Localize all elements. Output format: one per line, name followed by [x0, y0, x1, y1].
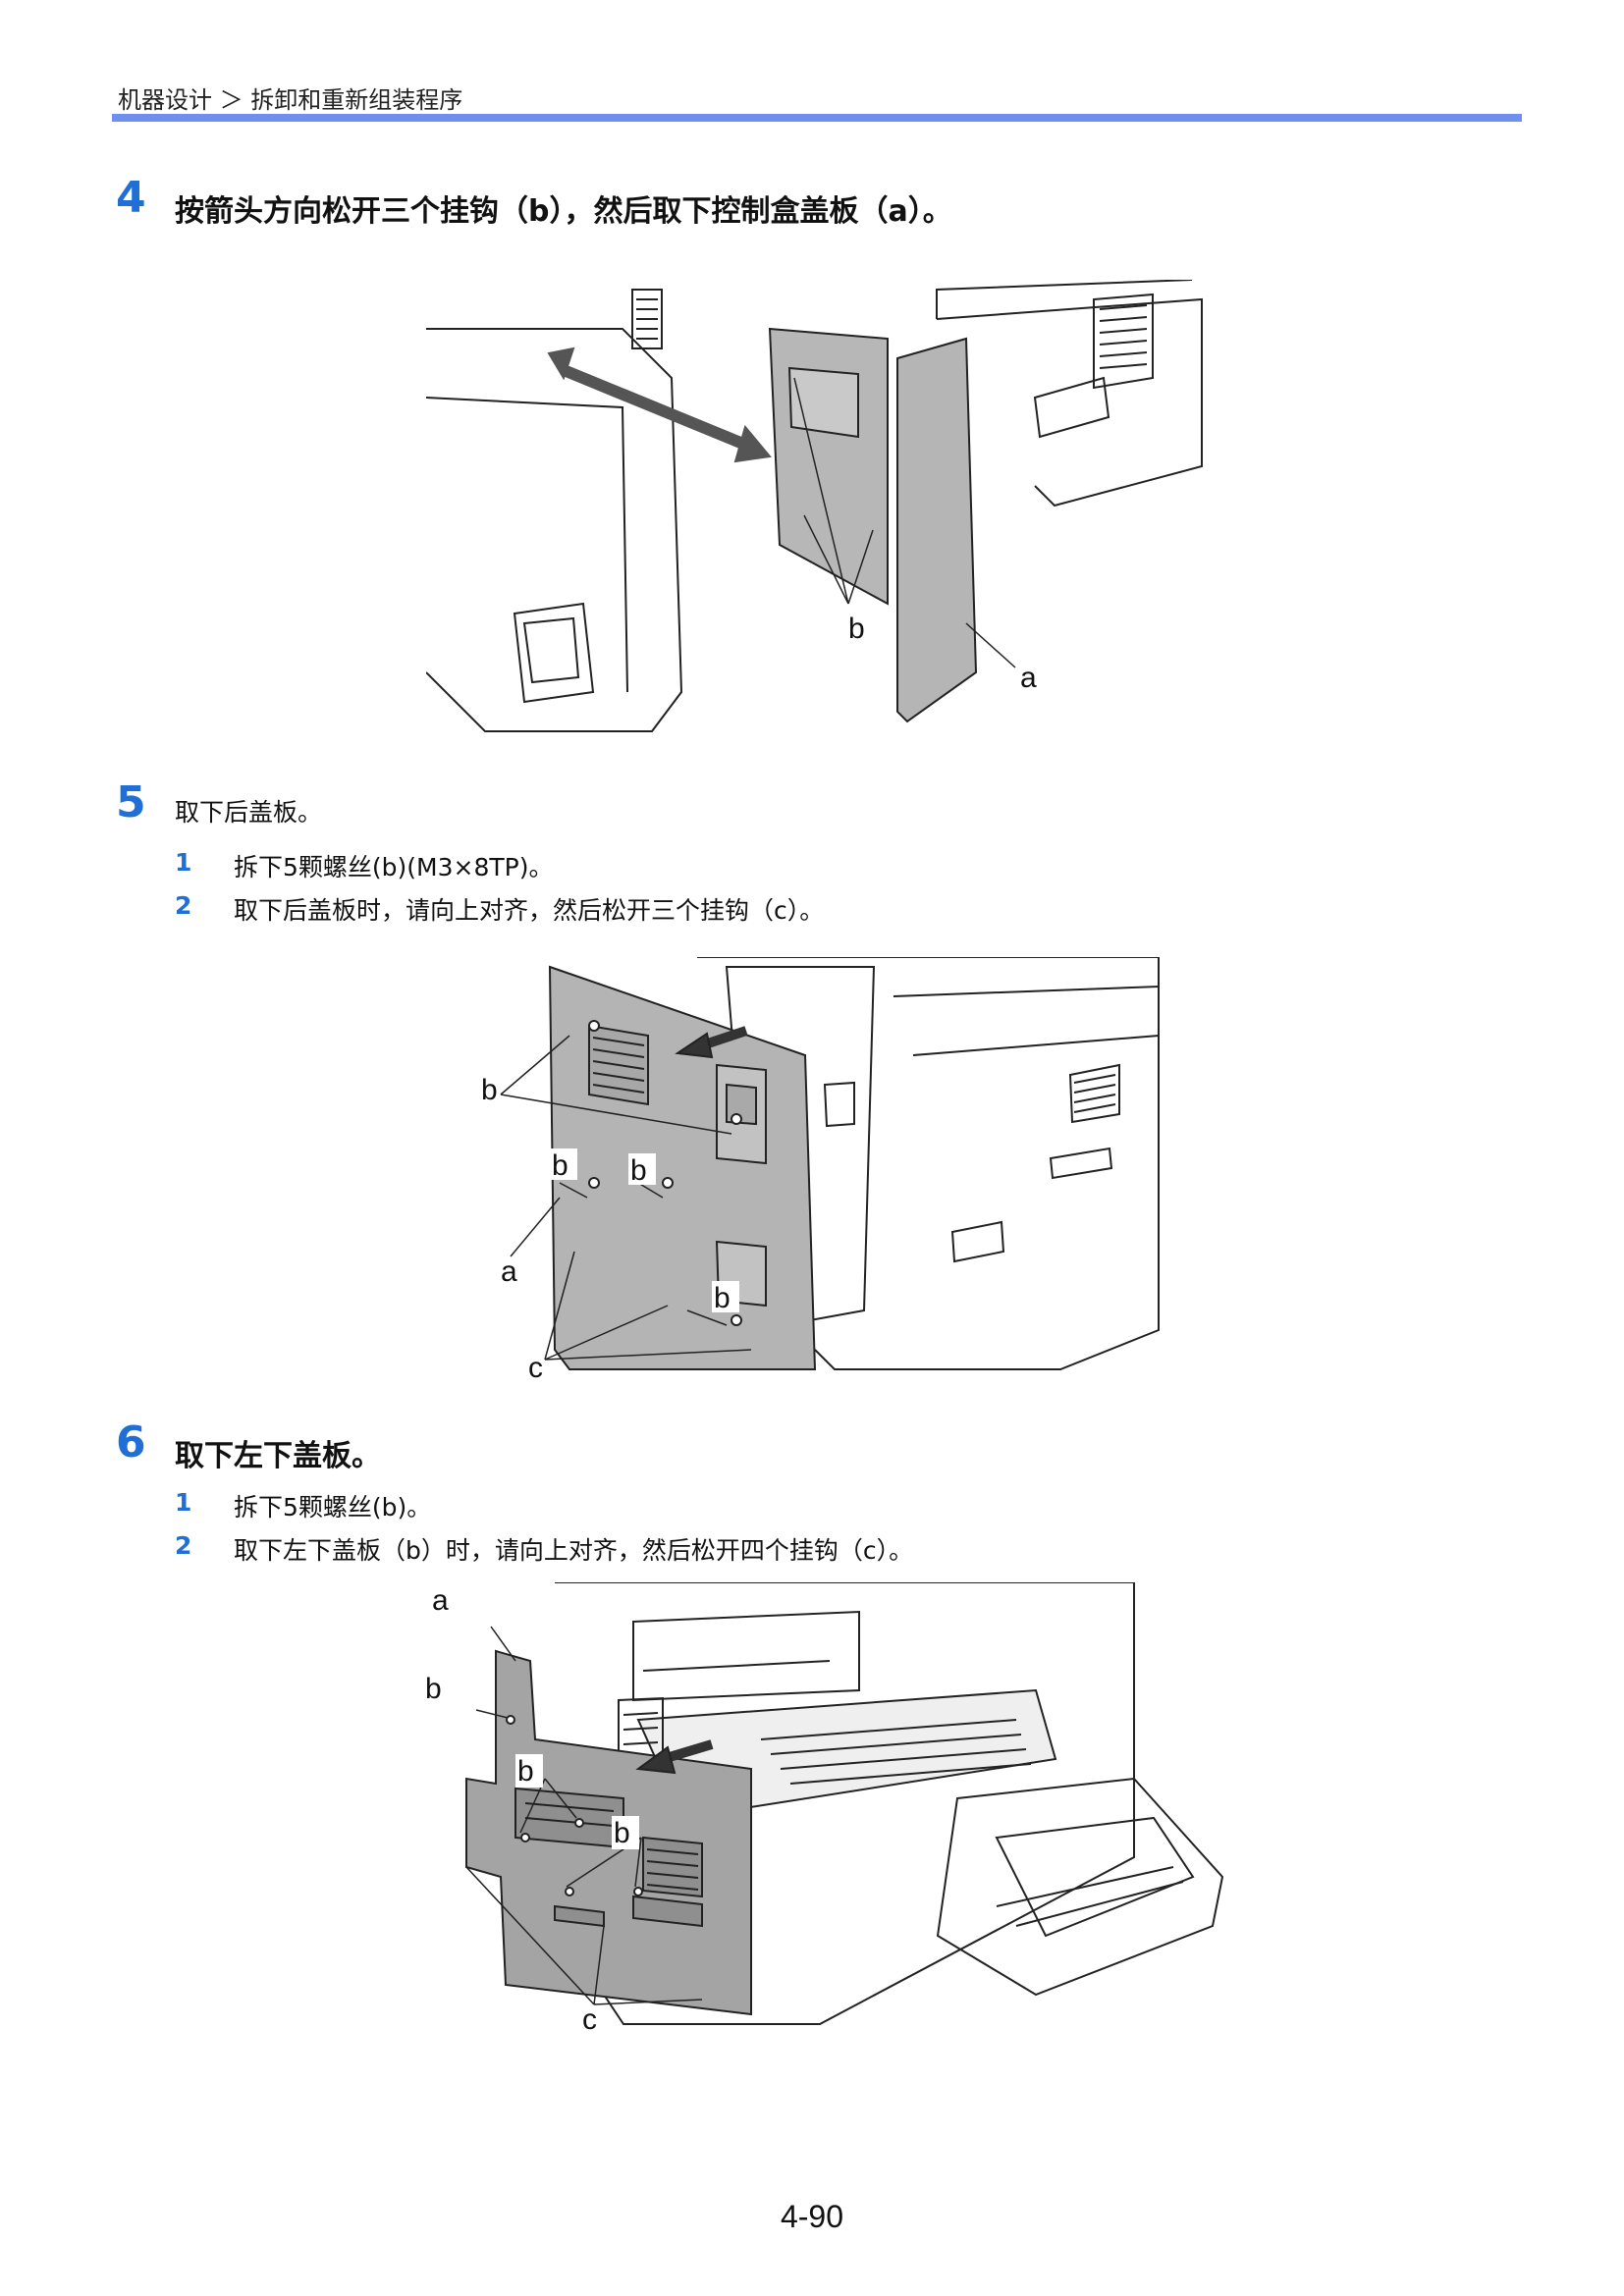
step-5-callout-b-4: b [714, 1282, 731, 1314]
step-5-substep-1-text: 拆下5颗螺丝(b)(M3×8TP)。 [234, 853, 554, 881]
breadcrumb: 机器设计 ＞ 拆卸和重新组装程序 [118, 86, 463, 114]
step-5-illustration: b b b a b c [471, 957, 1168, 1379]
step-4-title: 按箭头方向松开三个挂钩（b），然后取下控制盒盖板（a）。 [175, 194, 952, 229]
step-5-callout-a: a [501, 1255, 517, 1288]
header-rule [112, 114, 1522, 122]
step-6-callout-b-3: b [614, 1817, 630, 1849]
step-6-callout-a: a [432, 1584, 449, 1617]
step-5-callout-c: c [528, 1352, 543, 1379]
page-number: 4-90 [780, 2199, 844, 2234]
step-5-title: 取下后盖板。 [175, 798, 323, 827]
step-4-illustration: b a [426, 280, 1212, 741]
step-5-substep-2-number: 2 [175, 891, 192, 920]
step-5-substep-1-number: 1 [175, 848, 192, 877]
step-6-substep-2-text: 取下左下盖板（b）时，请向上对齐，然后松开四个挂钩（c）。 [234, 1536, 914, 1565]
step-5-callout-b-1: b [481, 1074, 498, 1106]
step-4-callout-b: b [848, 613, 865, 645]
step-6-substep-2-number: 2 [175, 1531, 192, 1560]
step-6-callout-c: c [582, 2003, 597, 2036]
step-5-number: 5 [116, 777, 146, 828]
step-6-illustration: a b b b c [407, 1582, 1232, 2044]
step-4-callout-a: a [1020, 662, 1037, 694]
step-5-callout-b-3: b [630, 1154, 647, 1187]
step-6-title: 取下左下盖板。 [175, 1439, 381, 1473]
step-6-substep-1-number: 1 [175, 1488, 192, 1517]
step-6-callout-b-2: b [517, 1755, 534, 1788]
step-6-callout-b-1: b [425, 1673, 442, 1705]
step-4-number: 4 [116, 173, 146, 223]
step-6-substep-1-text: 拆下5颗螺丝(b)。 [234, 1493, 432, 1522]
step-5-substep-2-text: 取下后盖板时，请向上对齐，然后松开三个挂钩（c）。 [234, 896, 825, 925]
step-6-number: 6 [116, 1417, 146, 1468]
step-5-callout-b-2: b [552, 1149, 568, 1182]
